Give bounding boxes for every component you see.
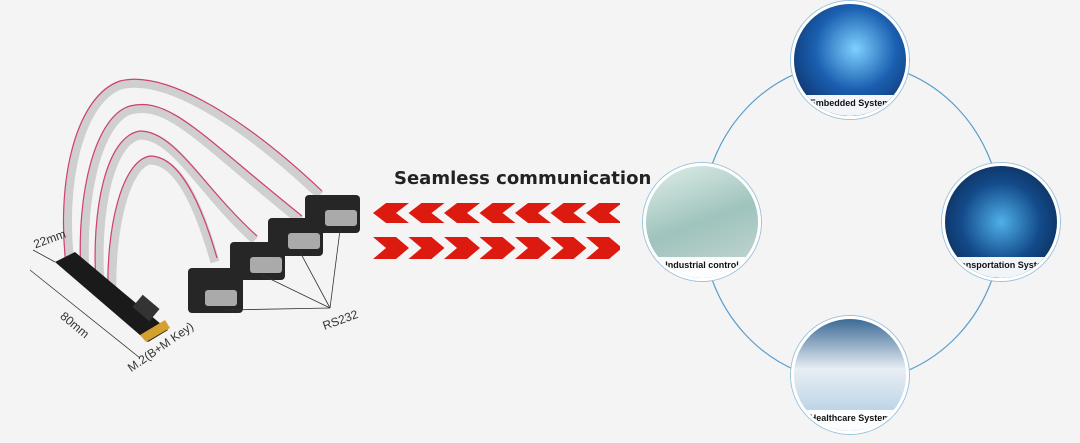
ribbon-cable <box>79 104 303 276</box>
app-label: Healthcare System <box>794 410 906 431</box>
left-chevron <box>373 203 409 223</box>
right-chevron <box>586 237 620 259</box>
left-chevron <box>408 203 445 223</box>
pcb-board <box>55 252 168 342</box>
app-label: Transportation System <box>945 257 1057 278</box>
left-chevron <box>515 203 551 223</box>
bidirectional-arrows <box>373 203 620 259</box>
left-chevron <box>479 203 516 223</box>
app-label: Industrial control <box>646 257 758 278</box>
right-chevron <box>515 237 551 259</box>
app-transportation-system: Transportation System <box>942 163 1060 281</box>
right-chevron <box>550 237 587 259</box>
right-chevron <box>408 237 445 259</box>
right-chevron <box>479 237 516 259</box>
m2-rs232-card-illustration <box>29 78 360 359</box>
controller-chip <box>132 294 160 322</box>
right-chevron <box>444 237 480 259</box>
right-chevron <box>373 237 409 259</box>
gold-fingers <box>140 320 170 342</box>
left-chevron <box>444 203 480 223</box>
section-title: Seamless communication <box>394 168 652 189</box>
app-industrial-control: Industrial control <box>643 163 761 281</box>
ribbon-cable <box>94 130 259 286</box>
ribbon-cable <box>107 155 220 296</box>
app-label: Embedded System <box>794 95 906 116</box>
ribbon-cable <box>63 78 324 266</box>
left-chevron <box>586 203 620 223</box>
app-healthcare-system: Healthcare System <box>791 316 909 434</box>
left-chevron <box>550 203 587 223</box>
app-embedded-system: Embedded System <box>791 1 909 119</box>
